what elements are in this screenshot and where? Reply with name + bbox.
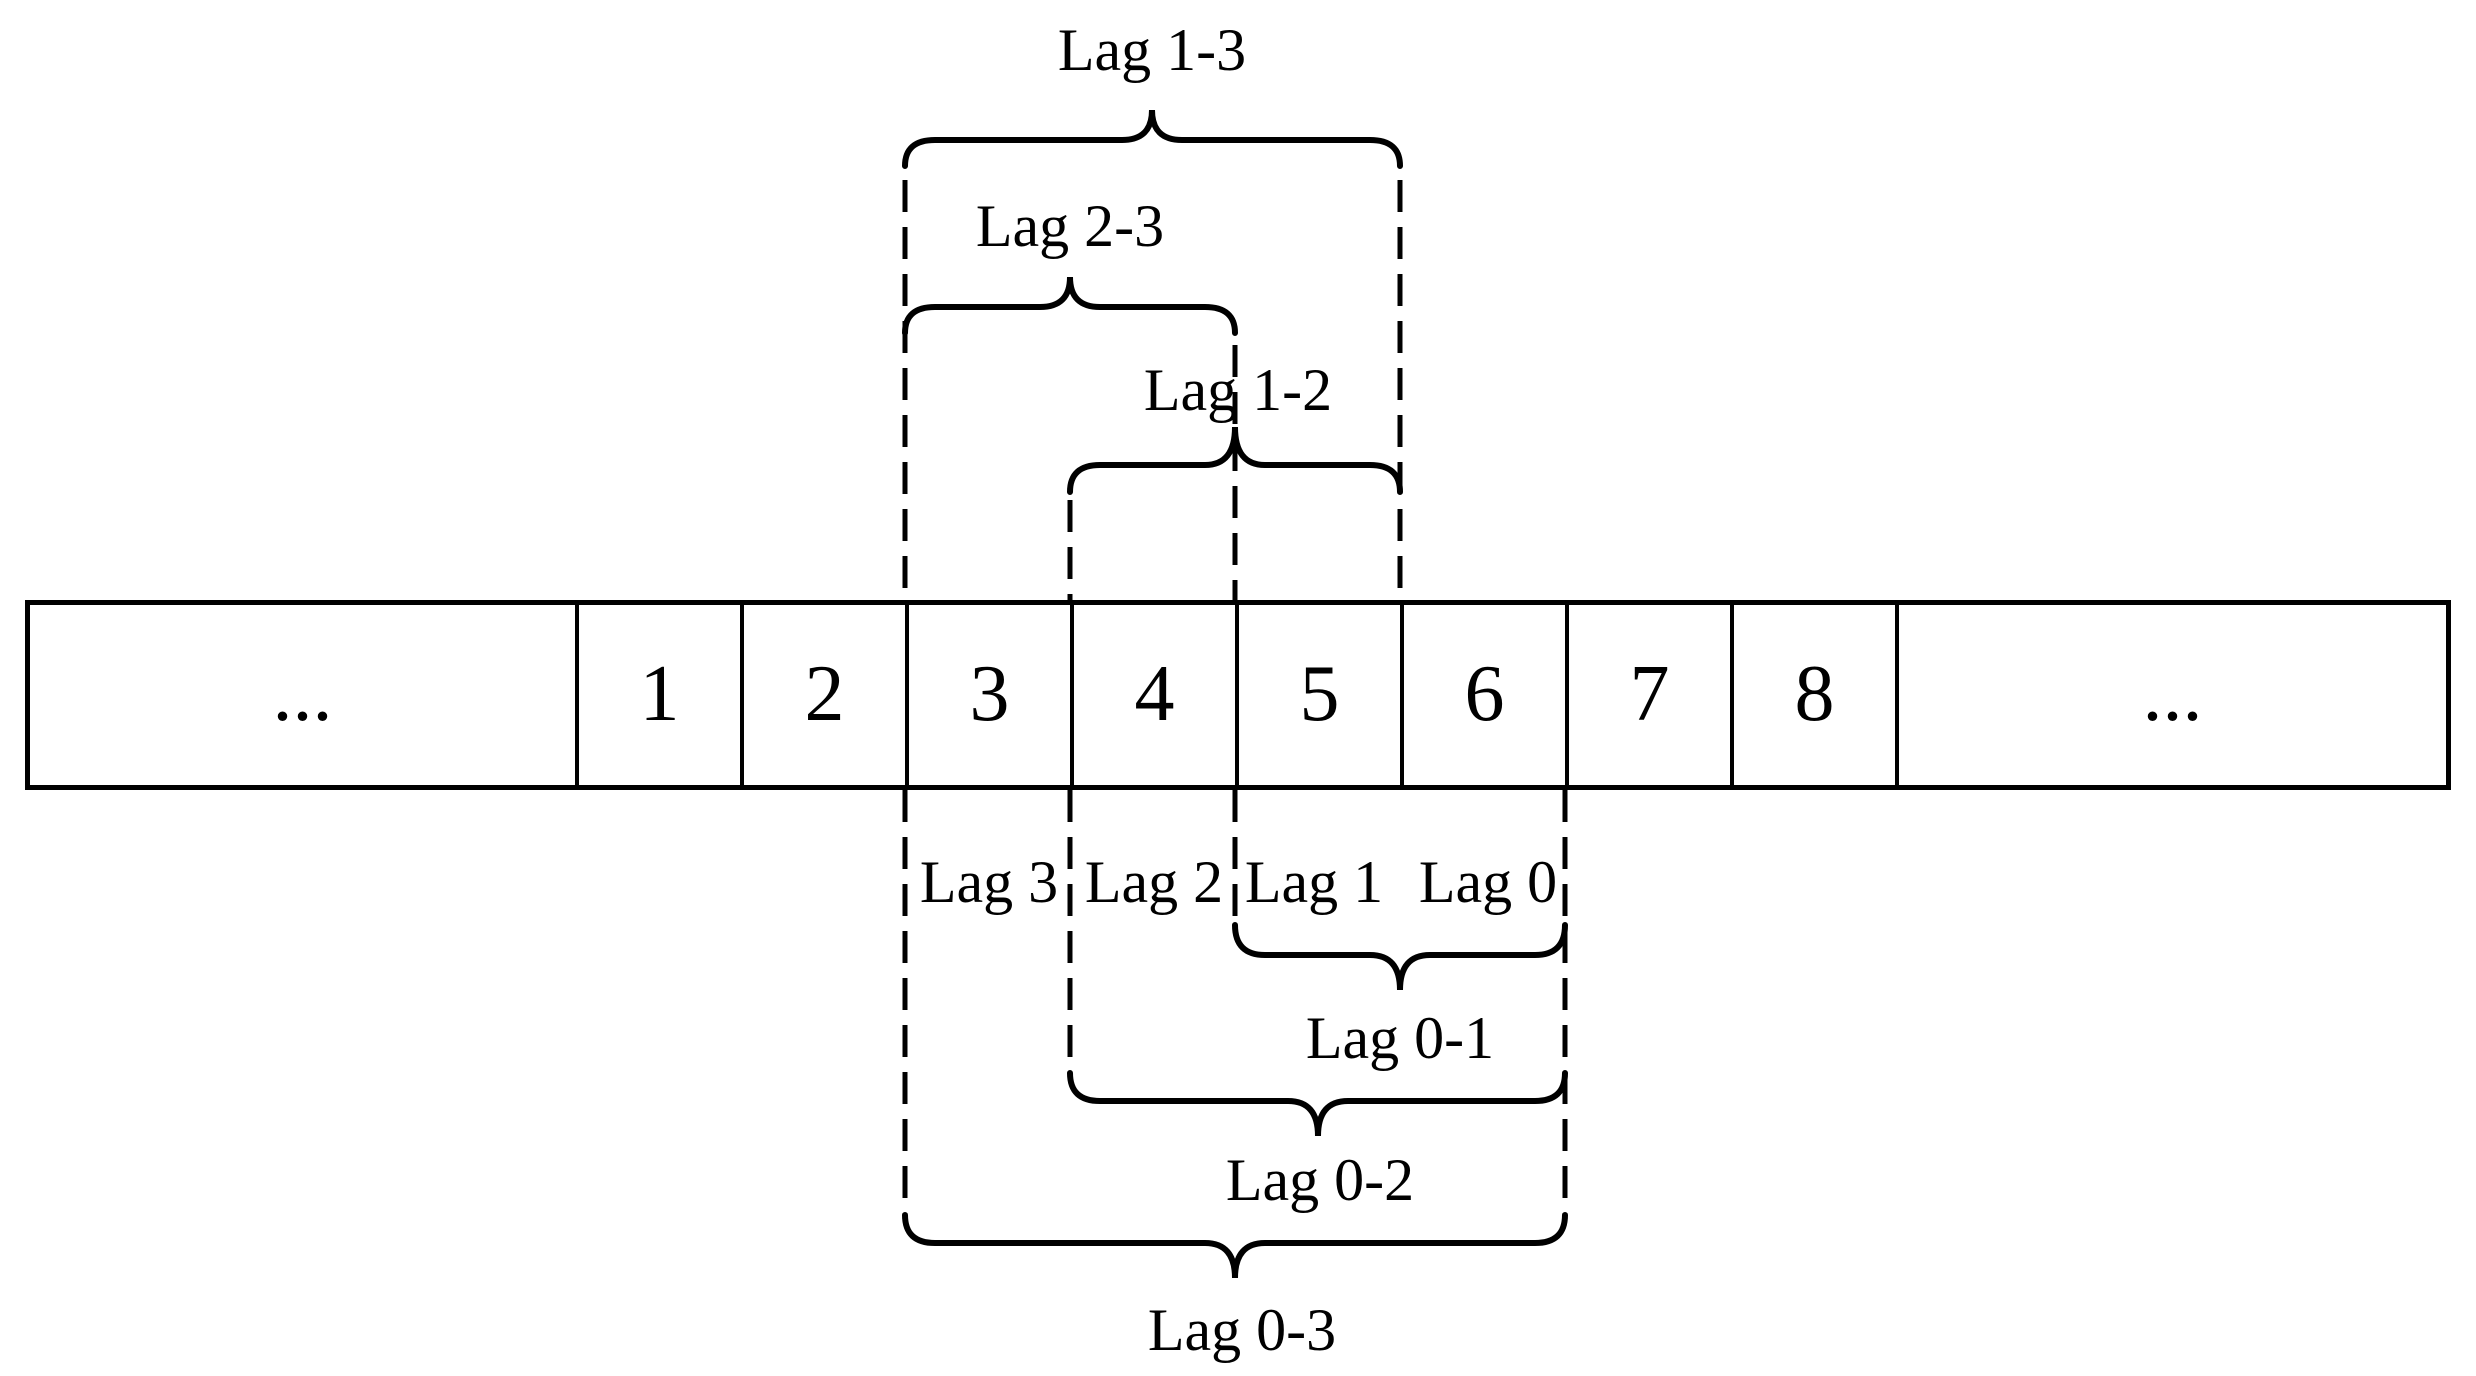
brace-lag-0-3: [902, 1212, 1568, 1279]
cell-ellipsis-right: ...: [1895, 605, 2446, 785]
brace-lag-2-3: [902, 276, 1238, 336]
cell-3: 3: [905, 605, 1070, 785]
label-lag-0: Lag 0: [1418, 849, 1558, 915]
label-lag-1: Lag 1: [1244, 849, 1384, 915]
cell-ellipsis-left: ...: [272, 650, 333, 738]
label-lag-3: Lag 3: [919, 849, 1059, 915]
cell-2: 2: [740, 605, 905, 785]
sequence-row: ... 1 2 3 4 5 6 7 8 ...: [25, 600, 2451, 790]
label-lag-1-3: Lag 1-3: [1057, 17, 1247, 83]
cell-7: 7: [1565, 605, 1730, 785]
label-lag-2: Lag 2: [1084, 849, 1224, 915]
brace-lag-1-2: [1067, 426, 1403, 495]
brace-lag-0-1: [1232, 922, 1568, 991]
cell-4: 4: [1070, 605, 1235, 785]
label-lag-0-1: Lag 0-1: [1305, 1005, 1495, 1071]
label-lag-1-2: Lag 1-2: [1143, 357, 1333, 423]
label-lag-0-2: Lag 0-2: [1225, 1147, 1415, 1213]
cell-5: 5: [1235, 605, 1400, 785]
cell-8: 8: [1730, 605, 1895, 785]
brace-lag-0-2: [1067, 1070, 1568, 1137]
label-lag-2-3: Lag 2-3: [975, 193, 1165, 259]
cell-1: 1: [575, 605, 740, 785]
cell-6: 6: [1400, 605, 1565, 785]
label-lag-0-3: Lag 0-3: [1147, 1297, 1337, 1363]
brace-lag-1-3: [902, 109, 1403, 169]
